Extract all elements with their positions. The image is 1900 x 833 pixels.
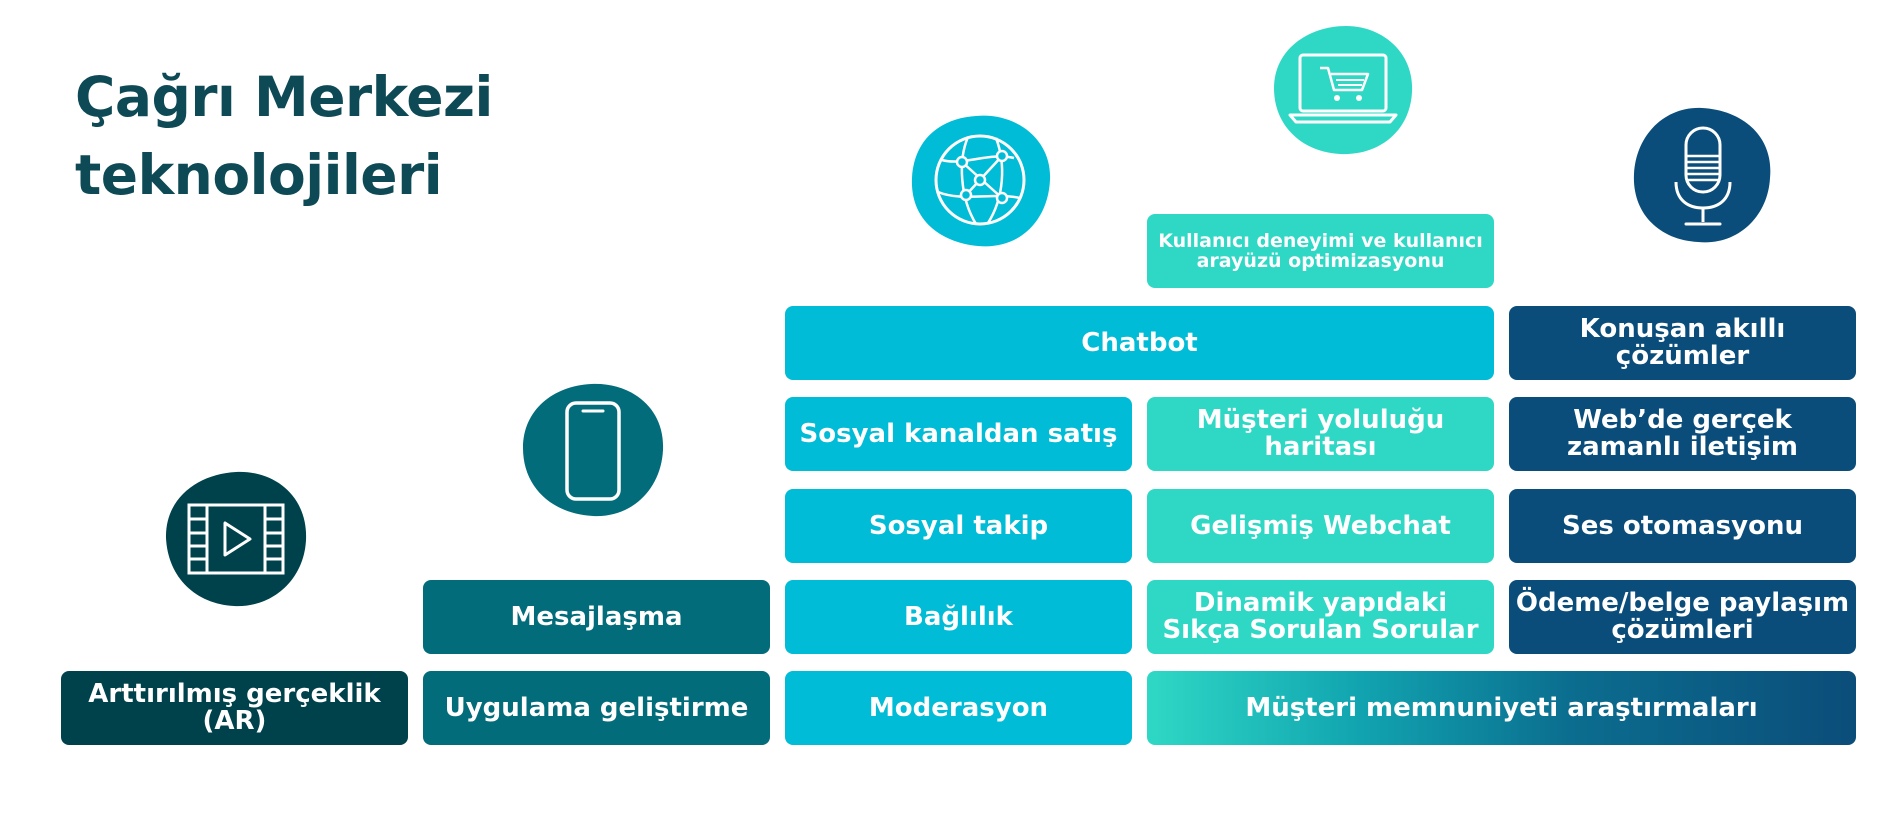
smartphone-icon [519, 380, 667, 520]
title-line-1: Çağrı Merkezi [75, 65, 493, 129]
box-social-listening: Sosyal takip [785, 489, 1132, 563]
box-app-dev-label: Uygulama geliştirme [444, 692, 749, 723]
box-csat: Müşteri memnuniyeti araştırmaları [1147, 671, 1856, 745]
box-ar-label: Arttırılmış gerçeklik (AR) [88, 679, 381, 736]
box-messaging: Mesajlaşma [423, 580, 770, 654]
laptop-shopping-cart-icon [1270, 22, 1416, 158]
microphone-icon [1628, 104, 1776, 248]
box-webchat: Gelişmiş Webchat [1147, 489, 1494, 563]
box-ar: Arttırılmış gerçeklik (AR) [61, 671, 408, 745]
box-app-dev: Uygulama geliştirme [423, 671, 770, 745]
box-moderation-label: Moderasyon [868, 692, 1049, 723]
box-chatbot: Chatbot [785, 306, 1494, 380]
box-csat-label: Müşteri memnuniyeti araştırmaları [1245, 692, 1758, 723]
box-faq: Dinamik yapıdaki Sıkça Sorulan Sorular [1147, 580, 1494, 654]
box-smart-speech-label: Konuşan akıllı çözümler [1579, 314, 1786, 371]
box-messaging-label: Mesajlaşma [510, 601, 683, 632]
box-engagement: Bağlılık [785, 580, 1132, 654]
title-line-2: teknolojileri [75, 143, 443, 207]
box-ux-optimization: Kullanıcı deneyimi ve kullanıcı arayüzü … [1147, 214, 1494, 288]
box-chatbot-label: Chatbot [1081, 327, 1198, 358]
box-web-rtc-label: Web’de gerçek zamanlı iletişim [1567, 405, 1798, 462]
box-ux-optimization-label: Kullanıcı deneyimi ve kullanıcı arayüzü … [1158, 230, 1483, 272]
page-title: Çağrı Merkezi teknolojileri [75, 58, 493, 214]
box-webchat-label: Gelişmiş Webchat [1190, 510, 1451, 541]
box-social-selling: Sosyal kanaldan satış [785, 397, 1132, 471]
box-voice-automation: Ses otomasyonu [1509, 489, 1856, 563]
box-faq-label: Dinamik yapıdaki Sıkça Sorulan Sorular [1162, 588, 1479, 645]
box-voice-automation-label: Ses otomasyonu [1562, 510, 1803, 541]
box-social-listening-label: Sosyal takip [868, 510, 1049, 541]
box-payment: Ödeme/belge paylaşım çözümleri [1509, 580, 1856, 654]
box-payment-label: Ödeme/belge paylaşım çözümleri [1515, 588, 1850, 645]
box-journey: Müşteri yoluluğu haritası [1147, 397, 1494, 471]
box-social-selling-label: Sosyal kanaldan satış [799, 418, 1118, 449]
box-smart-speech: Konuşan akıllı çözümler [1509, 306, 1856, 380]
globe-network-icon [906, 110, 1054, 250]
box-web-rtc: Web’de gerçek zamanlı iletişim [1509, 397, 1856, 471]
box-journey-label: Müşteri yoluluğu haritası [1196, 405, 1445, 462]
film-play-icon [162, 468, 310, 610]
box-moderation: Moderasyon [785, 671, 1132, 745]
box-engagement-label: Bağlılık [904, 601, 1013, 632]
